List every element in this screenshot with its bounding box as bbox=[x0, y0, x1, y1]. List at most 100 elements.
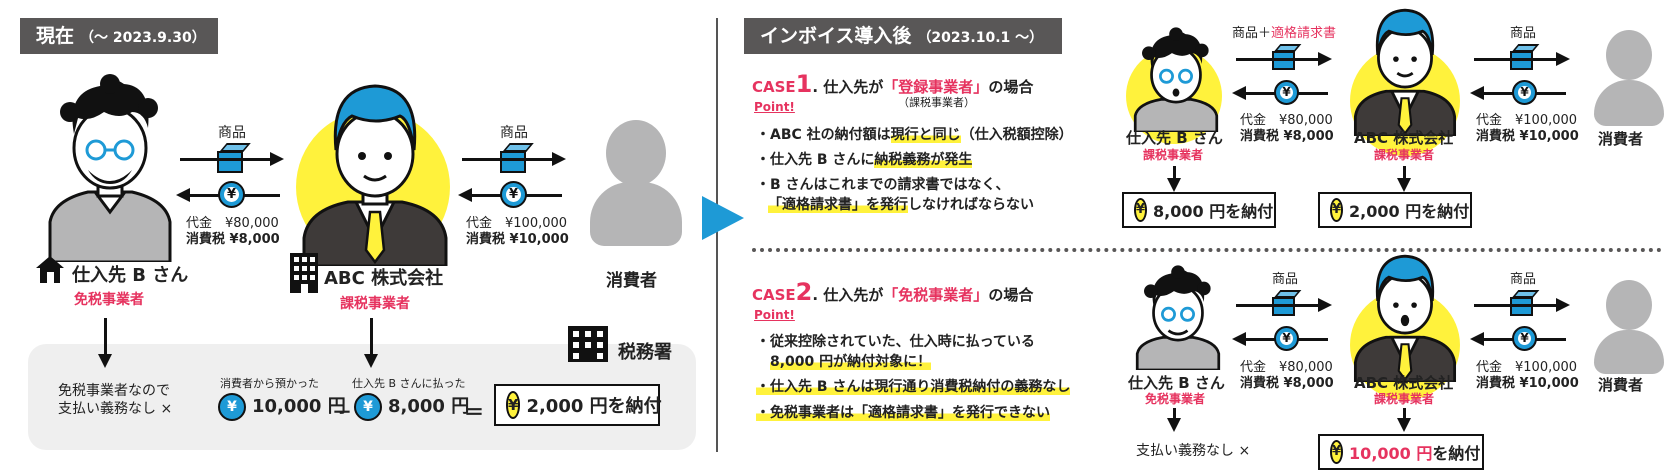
case2-goods-arrow-left bbox=[1236, 298, 1332, 312]
current-header: 現在 （〜 2023.9.30） bbox=[20, 18, 218, 54]
case2-supplier-status: 免税事業者 bbox=[1145, 392, 1206, 406]
yen-coin-icon: ¥ bbox=[218, 393, 246, 421]
case1-goods-label-left: 商品＋適格請求書 bbox=[1232, 26, 1337, 41]
case1-point: Point! bbox=[754, 100, 795, 114]
company-name: ABC 株式会社 bbox=[324, 268, 444, 289]
case2-pay-suffix: を納付 bbox=[1432, 444, 1481, 463]
case2-label: CASE bbox=[752, 286, 796, 304]
yen-coin-icon: ¥ bbox=[506, 391, 521, 419]
current-header-period: （〜 2023.9.30） bbox=[80, 30, 206, 46]
company-status: 課税事業者 bbox=[340, 296, 410, 312]
transition-arrow-icon bbox=[702, 196, 744, 240]
case2-goods-arrow-right bbox=[1474, 298, 1570, 312]
case1-payment-box-supplier: ¥8,000 円を納付 bbox=[1122, 192, 1276, 228]
case1-title-post: の場合 bbox=[988, 78, 1034, 96]
yen-coin-icon: ¥ bbox=[1330, 440, 1344, 464]
case1-pay-supplier-value: 8,000 円を納付 bbox=[1153, 202, 1274, 221]
yen-coin-icon: ¥ bbox=[1512, 80, 1537, 105]
invoice-header-title: インボイス導入後 bbox=[760, 25, 912, 47]
case2-down-arrow-supplier bbox=[1167, 408, 1181, 432]
case1-company-status: 課税事業者 bbox=[1374, 148, 1435, 162]
received-label: 消費者から預かった bbox=[220, 377, 319, 390]
case2-bullet4: ・免税事業者は「適格請求書」を発行できない bbox=[756, 405, 1050, 421]
down-arrow-supplier bbox=[98, 318, 112, 368]
paid-amount-value: 8,000 円 bbox=[388, 396, 470, 417]
case1-bullet2: ・仕入先 B さんに納税義務が発生 bbox=[756, 152, 973, 168]
case2-payment-box-company: ¥10,000 円を納付 bbox=[1318, 434, 1484, 470]
package-icon bbox=[500, 143, 534, 175]
paid-amount: ¥8,000 円 bbox=[354, 392, 469, 421]
case1-pay-company-value: 2,000 円を納付 bbox=[1349, 202, 1470, 221]
case1-tax-right: 消費税 ¥10,000 bbox=[1476, 129, 1579, 144]
yen-coin-icon: ¥ bbox=[1512, 326, 1537, 351]
goods-label-right: 商品 bbox=[500, 125, 528, 141]
case1-goods-arrow-left bbox=[1236, 52, 1332, 66]
received-amount-value: 10,000 円 bbox=[252, 396, 346, 417]
case1-down-arrow-supplier bbox=[1167, 166, 1181, 192]
case2-tax-right: 消費税 ¥10,000 bbox=[1476, 376, 1579, 391]
price-left: 代金 ¥80,000 bbox=[186, 216, 279, 231]
yen-coin-icon: ¥ bbox=[354, 393, 382, 421]
tax-office-label: 税務署 bbox=[618, 342, 672, 363]
yen-coin-icon: ¥ bbox=[1134, 198, 1148, 222]
case1-supplier-status: 課税事業者 bbox=[1143, 148, 1204, 162]
supplier-status: 免税事業者 bbox=[74, 292, 144, 308]
case2-no-obligation: 支払い義務なし × bbox=[1136, 443, 1251, 459]
case1-company-name: ABC 株式会社 bbox=[1354, 129, 1454, 147]
case2-bullet1: ・従来控除されていた、仕入時に払っている bbox=[756, 334, 1035, 350]
case2-bullet2: 8,000 円が納付対象に！ bbox=[770, 354, 932, 370]
case1-number: 1 bbox=[795, 70, 813, 98]
goods-arrow-left bbox=[180, 152, 284, 166]
building-icon bbox=[290, 253, 318, 293]
case1-price-left: 代金 ¥80,000 bbox=[1240, 113, 1333, 128]
yen-coin-icon: ¥ bbox=[218, 181, 245, 208]
case1-consumer-label: 消費者 bbox=[1598, 130, 1644, 148]
equals-sign: ＝ bbox=[464, 400, 484, 424]
invoice-header-period: （2023.10.1 〜） bbox=[917, 30, 1044, 46]
case1-goods-arrow-right bbox=[1474, 52, 1570, 66]
price-right: 代金 ¥100,000 bbox=[466, 216, 568, 231]
payment-current-value: 2,000 円を納付 bbox=[526, 396, 662, 417]
no-obligation-line2: 支払い義務なし × bbox=[58, 401, 173, 417]
case2-title-post: の場合 bbox=[988, 286, 1034, 304]
tax-right: 消費税 ¥10,000 bbox=[466, 232, 569, 247]
case1-goods-label-right: 商品 bbox=[1510, 26, 1537, 41]
case2-bullet3: ・仕入先 B さんは現行通り消費税納付の義務なし bbox=[756, 379, 1071, 395]
case2-supplier-name: 仕入先 B さん bbox=[1128, 374, 1225, 392]
received-amount: ¥10,000 円 bbox=[218, 392, 346, 421]
case2-title-pre: . 仕入先が bbox=[812, 286, 884, 304]
case1-bullet3: ・B さんはこれまでの請求書ではなく、 bbox=[756, 177, 1010, 193]
case1-down-arrow-company bbox=[1397, 166, 1411, 192]
yen-coin-icon: ¥ bbox=[1274, 326, 1299, 351]
package-icon bbox=[217, 143, 251, 175]
case2-price-left: 代金 ¥80,000 bbox=[1240, 360, 1333, 375]
case1-title: CASE1. 仕入先が「登録事業者」の場合 bbox=[752, 70, 1033, 98]
goods-label-left: 商品 bbox=[218, 125, 246, 141]
consumer-label: 消費者 bbox=[606, 271, 657, 291]
current-header-title: 現在 bbox=[36, 25, 75, 47]
case2-company-status: 課税事業者 bbox=[1374, 392, 1435, 406]
minus-sign: － bbox=[332, 400, 352, 424]
case1-label: CASE bbox=[752, 78, 796, 96]
supplier-name: 仕入先 B さん bbox=[72, 265, 189, 286]
case2-title: CASE2. 仕入先が「免税事業者」の場合 bbox=[752, 278, 1033, 306]
case2-down-arrow-company bbox=[1397, 408, 1411, 432]
yen-coin-icon: ¥ bbox=[500, 181, 527, 208]
case2-consumer-label: 消費者 bbox=[1598, 376, 1644, 394]
goods-arrow-right bbox=[462, 152, 566, 166]
case2-goods-label-left: 商品 bbox=[1272, 272, 1299, 287]
case2-goods-label-right: 商品 bbox=[1510, 272, 1537, 287]
case1-bullet1: ・ABC 社の納付額は現行と同じ（仕入税額控除） bbox=[756, 127, 1073, 143]
case1-title-pre: . 仕入先が bbox=[812, 78, 884, 96]
case1-supplier-name: 仕入先 B さん bbox=[1126, 129, 1223, 147]
payment-box-current: ¥2,000 円を納付 bbox=[494, 384, 662, 426]
yen-coin-icon: ¥ bbox=[1274, 80, 1299, 105]
yen-coin-icon: ¥ bbox=[1330, 198, 1344, 222]
case2-point: Point! bbox=[754, 308, 795, 322]
case1-title-key: 「登録事業者」 bbox=[883, 78, 989, 96]
no-obligation-line1: 免税事業者なので bbox=[58, 383, 170, 399]
case1-subtitle: （課税事業者） bbox=[898, 96, 975, 109]
case1-payment-box-company: ¥2,000 円を納付 bbox=[1318, 192, 1472, 228]
house-icon bbox=[36, 256, 64, 283]
case2-number: 2 bbox=[795, 278, 813, 306]
